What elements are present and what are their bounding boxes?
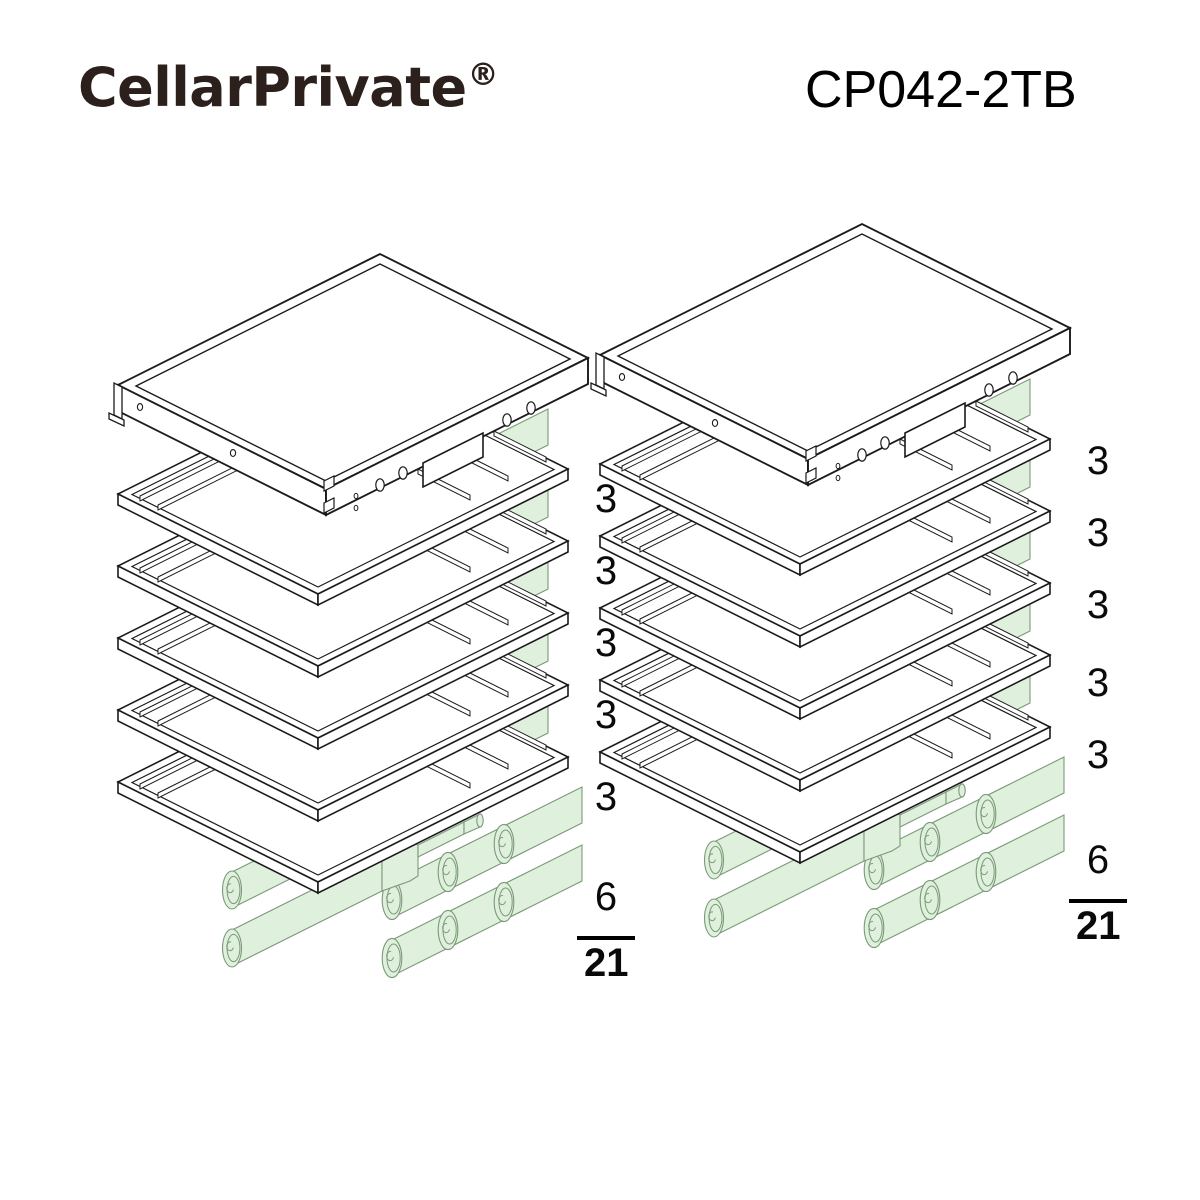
brand-logo: CellarPrivate® xyxy=(78,56,499,119)
wine-rack-left xyxy=(108,253,589,979)
bulk-count-left: 6 xyxy=(594,875,618,919)
shelf-count-right-1: 3 xyxy=(1086,439,1110,483)
total-count-right: 21 xyxy=(1076,904,1121,948)
shelf-count-left-5: 3 xyxy=(594,775,618,819)
shelf-count-right-3: 3 xyxy=(1086,583,1110,627)
shelf-count-left-2: 3 xyxy=(594,549,618,593)
wine-rack-right xyxy=(590,223,1071,949)
total-divider-left xyxy=(577,936,635,940)
shelf-count-left-3: 3 xyxy=(594,621,618,665)
total-count-left: 21 xyxy=(584,941,629,985)
total-divider-right xyxy=(1069,899,1127,903)
bulk-count-right: 6 xyxy=(1086,838,1110,882)
shelf-count-right-2: 3 xyxy=(1086,511,1110,555)
shelf-count-right-4: 3 xyxy=(1086,661,1110,705)
model-number: CP042-2TB xyxy=(805,61,1077,119)
shelf-count-left-1: 3 xyxy=(594,477,618,521)
shelf-count-left-4: 3 xyxy=(594,693,618,737)
brand-name: CellarPrivate xyxy=(78,56,467,119)
registered-trademark-icon: ® xyxy=(467,57,499,93)
shelf-count-right-5: 3 xyxy=(1086,733,1110,777)
page-header: CellarPrivate® CP042-2TB xyxy=(0,0,1200,170)
